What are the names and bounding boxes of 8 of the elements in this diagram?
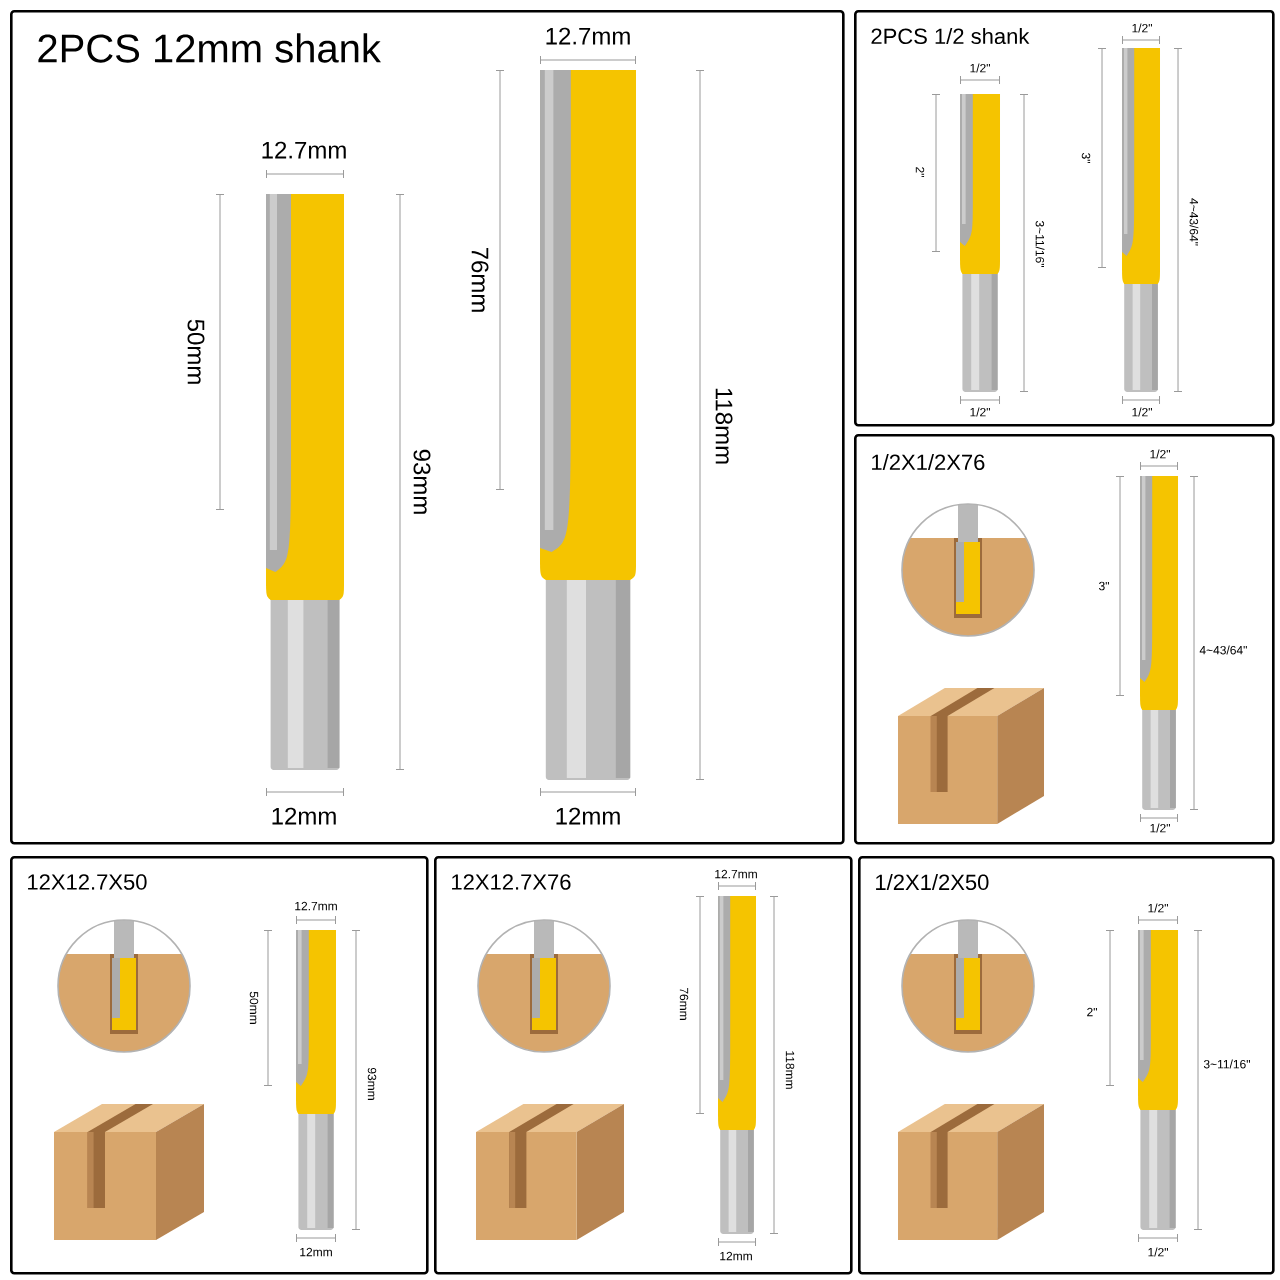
dimension-label: 12mm <box>556 807 620 825</box>
dimension-label: 12mm <box>272 807 336 825</box>
dimension-label: 50mm <box>187 319 205 384</box>
dimension-label: 12.7mm <box>262 141 346 159</box>
dimension-label: 12.7mm <box>546 27 630 45</box>
dimension-label: 118mm <box>715 388 733 464</box>
dimension-label: 76mm <box>471 247 489 312</box>
dimension-label: 93mm <box>413 449 431 514</box>
